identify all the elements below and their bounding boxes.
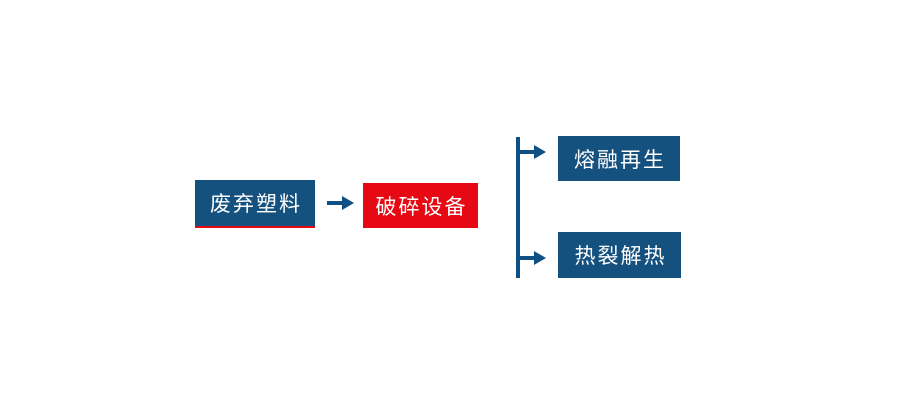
arrow-shaft	[327, 201, 344, 205]
node-crushing-equipment: 破碎设备	[363, 183, 478, 228]
node-crushing-equipment-label: 破碎设备	[375, 195, 468, 219]
node-melt-regeneration: 熔融再生	[558, 136, 680, 181]
branch-arrow-top-arrowhead-icon	[534, 145, 546, 159]
node-waste-plastic-label: 废弃塑料	[210, 193, 302, 216]
arrowhead-icon	[342, 196, 354, 210]
node-pyrolysis-heat: 热裂解热	[558, 232, 681, 278]
node-pyrolysis-heat-label: 热裂解热	[574, 245, 667, 268]
branch-arrow-bottom-shaft	[519, 256, 535, 260]
branch-arrow-top-shaft	[519, 150, 535, 154]
branch-vertical-line	[516, 137, 520, 278]
node-melt-regeneration-label: 熔融再生	[574, 148, 666, 172]
branch-connector	[516, 137, 548, 278]
branch-arrow-bottom-arrowhead-icon	[534, 251, 546, 265]
node-waste-plastic: 废弃塑料	[195, 180, 315, 228]
right-arrow-icon	[327, 196, 354, 210]
